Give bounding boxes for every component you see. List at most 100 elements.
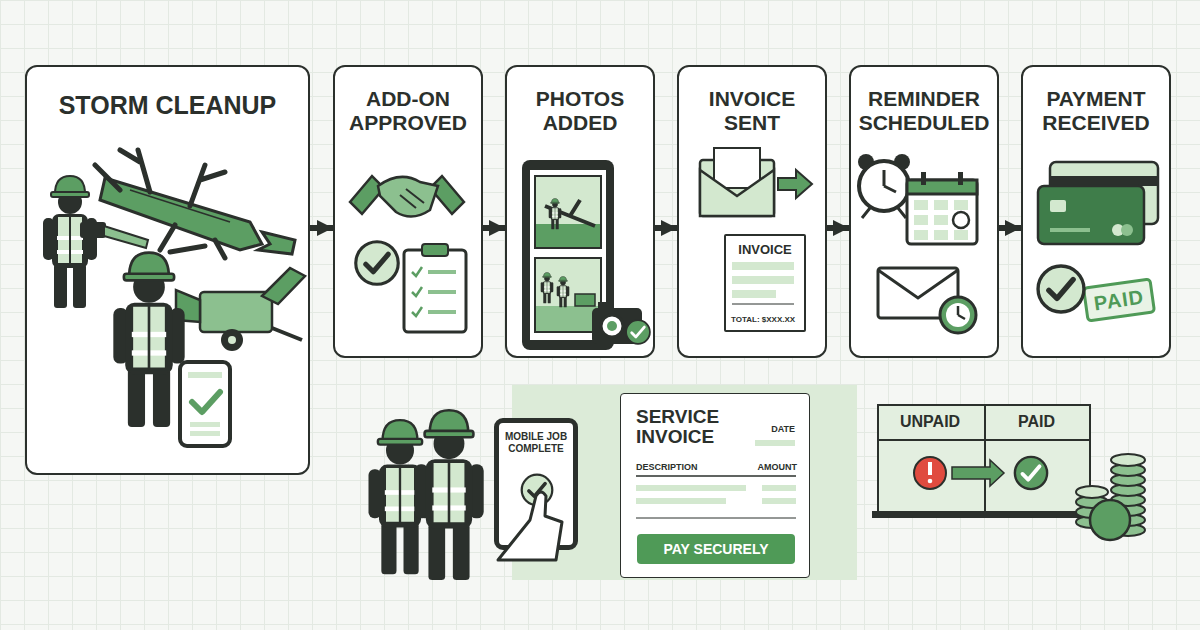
check-mark (192, 392, 220, 412)
node-label: PAY SECURELY (637, 534, 795, 564)
chainsaw-body (80, 222, 106, 238)
envelope-back (700, 160, 774, 216)
tablet-screen (530, 170, 606, 340)
coin-front (1090, 500, 1130, 540)
photo-ground (536, 306, 600, 331)
invoice-card: SERVICE INVOICE DATE DESCRIPTION AMOUNT PAY … (620, 393, 810, 578)
calendar-day (934, 215, 948, 225)
coin (1111, 484, 1145, 496)
clock-hands (884, 170, 896, 192)
currency-sign: $ (729, 150, 740, 173)
wheel-hub (228, 336, 236, 344)
node-label: DATE (771, 424, 795, 434)
node-label: SERVICE INVOICE (636, 407, 746, 447)
credit-card (1050, 162, 1158, 224)
table-header: UNPAID (900, 413, 960, 431)
checklist-line (428, 290, 456, 294)
worker-figure (43, 176, 97, 308)
currency-sign: $ (1104, 508, 1115, 531)
money-card (714, 148, 760, 188)
worker-figure (369, 420, 432, 574)
flow-arrow (310, 225, 333, 231)
clock-icon (940, 297, 976, 333)
photo-ground (536, 224, 600, 247)
node-label: ADD-ON APPROVED (335, 67, 481, 134)
clipboard-clip (422, 244, 448, 256)
node-label: REMINDER SCHEDULED (851, 67, 997, 134)
card-stripe (1051, 176, 1157, 186)
node-label: INVOICE (726, 243, 804, 258)
photo-frame (535, 258, 601, 332)
process-box: PHOTOS ADDED (505, 65, 655, 358)
status-arrow (952, 460, 1004, 486)
phone-line (190, 422, 220, 427)
table-header: PAID (1018, 413, 1055, 431)
checklist-ticks (412, 267, 422, 316)
calendar-ring (921, 172, 926, 185)
bark-line (130, 190, 230, 222)
alert-mark (928, 462, 932, 475)
broken-log (258, 232, 295, 254)
invoice-line (636, 485, 746, 491)
process-box: REMINDER SCHEDULED (849, 65, 999, 358)
phone-line (190, 431, 220, 436)
calendar-highlight (953, 212, 969, 228)
coin (1076, 516, 1108, 528)
clipboard-icon (404, 250, 466, 332)
paid-stamp: PAID (1082, 277, 1156, 322)
chipper-body (200, 292, 272, 332)
tablet-screen: MOBILE JOB COMPLETE (494, 418, 578, 550)
handshake-icon (378, 177, 438, 217)
check-badge (1038, 266, 1084, 312)
flow-arrow (999, 225, 1021, 231)
clock-legs (862, 208, 906, 218)
table-rule (878, 439, 1090, 441)
envelope-icon (878, 268, 958, 318)
calendar-day (954, 230, 968, 240)
camera-flash (598, 302, 612, 310)
calendar-day (914, 200, 928, 210)
node-label: AMOUNT (758, 462, 798, 472)
clock-face (946, 303, 970, 327)
photo-frame (535, 176, 601, 248)
invoice-line (732, 276, 794, 284)
tow-bar (272, 328, 302, 340)
flow-arrow (483, 225, 505, 231)
coin (1111, 494, 1145, 506)
calendar-day (954, 200, 968, 210)
chipper-hopper (176, 290, 200, 322)
invoice-line (732, 290, 776, 298)
invoice-rule (732, 304, 794, 305)
node-label: PAYMENT RECEIVED (1023, 67, 1169, 134)
credit-card (1038, 186, 1144, 244)
coin (1111, 514, 1145, 526)
fallen-trunk (100, 178, 262, 250)
clock-bell (894, 154, 910, 170)
chainsaw-bar (104, 226, 148, 248)
calendar-ring (958, 172, 963, 185)
mini-chipper (575, 294, 595, 306)
clock-hands (958, 306, 965, 319)
node-label: MOBILE JOB COMPLETE (501, 431, 571, 455)
node-label: PAID (1085, 281, 1153, 320)
pointing-hand (498, 492, 562, 560)
phone-icon (180, 362, 230, 446)
node-label: INVOICE SENT (679, 67, 825, 134)
check-badge (522, 475, 553, 506)
coin (1076, 506, 1108, 518)
node-label: TOTAL: $XXX.XX (731, 316, 802, 325)
invoice-rule (636, 475, 796, 477)
coin (1111, 474, 1145, 486)
check-badge (626, 320, 650, 344)
phone-bar (188, 372, 222, 378)
process-box: STORM CLEANUP (25, 65, 310, 475)
worker-figure (541, 273, 554, 304)
finger-lines (400, 189, 424, 208)
invoice-document: INVOICE TOTAL: $XXX.XX (724, 234, 806, 332)
alert-dot (928, 479, 933, 484)
chipper-wheel (221, 329, 243, 351)
coin (1076, 496, 1108, 508)
send-arrow (778, 170, 812, 198)
node-label: DESCRIPTION (636, 462, 698, 472)
